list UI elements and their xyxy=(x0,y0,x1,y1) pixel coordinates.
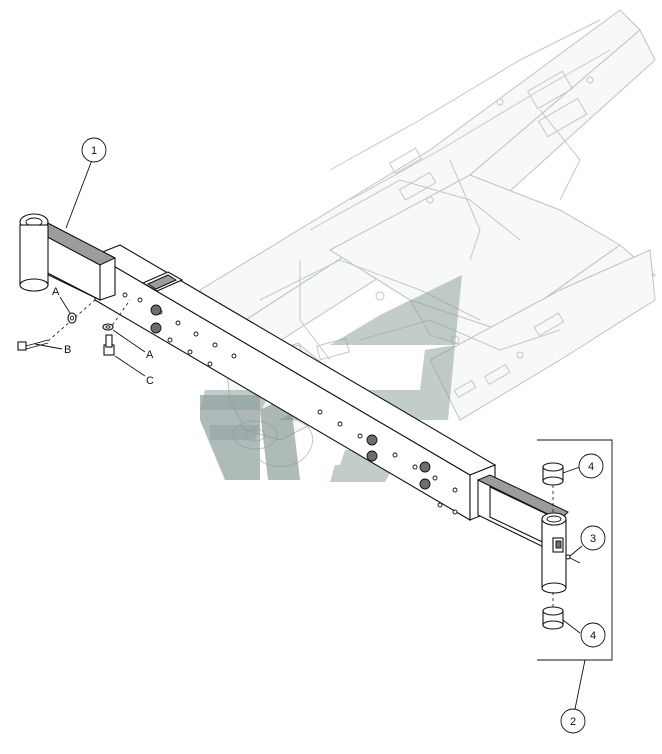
leader-4-top xyxy=(562,466,581,474)
grease-fitting xyxy=(565,554,581,564)
washer-a-upper xyxy=(67,312,77,324)
leader-1 xyxy=(65,159,93,229)
leader-2 xyxy=(574,659,586,710)
label-b: B xyxy=(64,344,71,356)
label-c: C xyxy=(146,375,154,387)
leader-c xyxy=(114,355,146,377)
group-bracket xyxy=(537,439,613,661)
leader-a-upper xyxy=(59,296,71,314)
leader-4-bottom xyxy=(562,619,581,634)
leader-3 xyxy=(569,545,583,557)
bushing-top xyxy=(542,462,564,486)
chassis-frame xyxy=(199,9,656,468)
right-swing-arm xyxy=(476,474,569,594)
balloon-1 xyxy=(81,137,107,163)
left-swing-arm xyxy=(19,213,117,301)
balloon-2 xyxy=(560,708,586,734)
bolt-b xyxy=(17,299,96,351)
callout-item-4-top: 4 xyxy=(588,461,594,473)
callout-item-3: 3 xyxy=(590,533,596,545)
balloon-4-bottom xyxy=(580,622,606,648)
bushing-bottom xyxy=(542,606,564,630)
callout-item-4-bottom: 4 xyxy=(590,630,596,642)
balloon-3 xyxy=(580,525,606,551)
leader-a-lower xyxy=(112,329,146,353)
leader-b xyxy=(34,343,63,350)
label-a-upper: A xyxy=(52,286,60,298)
callout-item-2: 2 xyxy=(570,716,576,728)
washer-a-lower xyxy=(102,323,114,331)
balloon-4-top xyxy=(578,453,604,479)
callout-item-1: 1 xyxy=(91,145,97,157)
label-a-lower: A xyxy=(146,349,154,361)
